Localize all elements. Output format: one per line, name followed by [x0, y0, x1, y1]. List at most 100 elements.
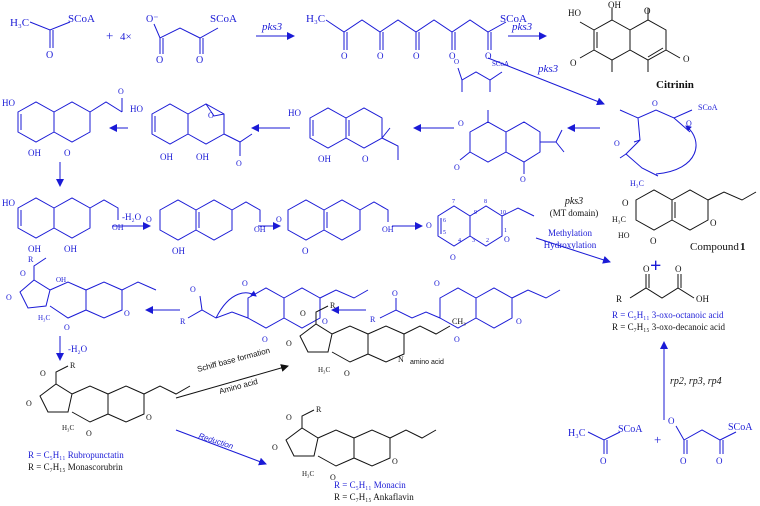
epoxide-intermediate: HO OH OH O O — [130, 103, 253, 168]
red-pigment-structure: O R O H₃C O N amino acid CH₃ — [286, 301, 466, 378]
svg-text:HO: HO — [288, 108, 301, 118]
svg-text:OH: OH — [196, 152, 209, 162]
schiff-base-label: Schiff base formation — [196, 346, 271, 374]
svg-text:SCoA: SCoA — [728, 422, 753, 433]
extra-malonyl-structure: O SCoA — [454, 58, 509, 92]
svg-text:O: O — [236, 159, 242, 168]
svg-text:O: O — [622, 198, 629, 208]
svg-text:O: O — [118, 87, 124, 96]
svg-text:O: O — [302, 246, 309, 256]
monascorubrin-label: R = C₇H₁₅ Monascorubrin — [28, 462, 123, 472]
svg-text:O: O — [64, 323, 70, 332]
svg-text:O: O — [20, 269, 26, 278]
svg-text:R: R — [616, 294, 622, 304]
svg-text:O: O — [392, 457, 398, 466]
octanoic-acid-label: R = C₅H₁₁ 3-oxo-octanoic acid — [612, 310, 724, 320]
svg-text:O: O — [668, 416, 675, 426]
svg-text:OH: OH — [64, 244, 77, 254]
svg-text:R: R — [370, 315, 376, 324]
svg-text:SCoA: SCoA — [492, 60, 509, 68]
svg-text:OH: OH — [56, 276, 66, 284]
rp-genes-label: rp2, rp3, rp4 — [670, 376, 722, 387]
svg-text:O: O — [6, 293, 12, 302]
pks3-label-2: pks3 — [511, 21, 533, 33]
svg-text:O: O — [450, 253, 456, 262]
pyranoquinone-enol-2: O O OH — [276, 199, 394, 256]
svg-text:O: O — [322, 317, 328, 326]
svg-text:O: O — [146, 413, 152, 422]
svg-text:O: O — [392, 289, 398, 298]
svg-text:O: O — [686, 119, 692, 128]
pks3-label-1: pks3 — [261, 21, 283, 33]
svg-text:O: O — [208, 111, 214, 120]
svg-text:O: O — [272, 443, 278, 452]
four-times-label: 4× — [120, 31, 132, 43]
svg-text:R: R — [330, 301, 336, 310]
svg-text:O: O — [458, 119, 464, 128]
acetyl-o-label: O — [46, 50, 53, 61]
svg-text:OH: OH — [28, 148, 41, 158]
arrow-to-red-pigment — [175, 364, 289, 399]
svg-text:O: O — [196, 55, 203, 66]
svg-text:HO: HO — [2, 198, 15, 208]
rubropunctatin-structure: O R O H₃C O O — [26, 361, 191, 438]
acetyl-scoa-label: SCoA — [68, 13, 95, 25]
svg-text:7: 7 — [452, 199, 455, 205]
malonyl-coa-structure: O⁻ O O SCoA — [146, 13, 237, 66]
svg-text:O: O — [644, 6, 651, 16]
plus-sign-2: + — [654, 432, 661, 447]
svg-text:O: O — [710, 218, 717, 228]
mt-domain-label: (MT domain) — [550, 208, 599, 218]
svg-text:O: O — [454, 58, 459, 66]
cyclization-intermediate: O O O SCoA H₃C — [614, 99, 718, 188]
svg-text:O: O — [516, 317, 522, 326]
svg-text:O: O — [614, 139, 620, 148]
dehydration-label-1: -H₂O — [122, 212, 142, 222]
svg-text:OH: OH — [318, 154, 331, 164]
numbered-azaphilone: O O O 7 8 9 10 6 5 4 3 2 1 — [426, 199, 535, 262]
lactone-hydroxy-intermediate: R O O OH H₃C O O — [6, 255, 157, 332]
dehydration-label-2: -H₂O — [68, 344, 88, 354]
ankaflavin-label: R = C₇H₁₅ Ankaflavin — [334, 492, 414, 502]
svg-text:O: O — [190, 285, 196, 294]
svg-text:SCoA: SCoA — [698, 103, 718, 112]
svg-text:O: O — [570, 58, 577, 68]
svg-text:H₃C: H₃C — [302, 470, 314, 478]
svg-text:5: 5 — [443, 230, 446, 236]
citrinin-label: Citrinin — [656, 79, 694, 91]
arrow-to-compound1 — [535, 237, 611, 264]
svg-text:O: O — [286, 339, 292, 348]
svg-text:O: O — [643, 264, 650, 274]
decanoic-acid-label: R = C₇H₁₅ 3-oxo-decanoic acid — [612, 322, 725, 332]
acetyl-coa-structure: H₃C O SCoA — [10, 13, 95, 61]
svg-text:O: O — [504, 235, 510, 244]
monacin-label: R = C₅H₁₁ Monacin — [334, 480, 406, 490]
svg-text:N: N — [398, 355, 404, 364]
svg-text:O: O — [377, 51, 384, 61]
svg-text:O: O — [330, 473, 336, 482]
svg-text:O: O — [652, 99, 658, 108]
svg-text:O: O — [413, 51, 420, 61]
svg-text:HO: HO — [130, 104, 143, 114]
svg-text:O: O — [434, 279, 440, 288]
svg-text:O: O — [675, 264, 682, 274]
linear-polyketide-structure: H₃C O O O O O SCoA — [306, 13, 527, 61]
compound-1-number: 1 — [740, 241, 746, 253]
svg-text:O: O — [286, 413, 292, 422]
methylation-label: Methylation — [548, 228, 592, 238]
svg-text:OH: OH — [608, 0, 621, 10]
pyranoquinone-enol-1: O OH OH — [146, 199, 266, 256]
svg-text:O: O — [344, 369, 350, 378]
oxo-acid-structure: R O O OH — [616, 264, 709, 304]
svg-text:O: O — [156, 55, 163, 66]
svg-text:3: 3 — [472, 238, 475, 244]
bottom-acetyl-coa: H₃C O SCoA — [568, 424, 643, 466]
svg-text:8: 8 — [484, 199, 487, 205]
svg-text:OH: OH — [172, 246, 185, 256]
svg-text:O: O — [449, 51, 456, 61]
svg-text:4: 4 — [458, 238, 461, 244]
svg-text:O: O — [600, 456, 607, 466]
svg-text:O: O — [341, 51, 348, 61]
svg-text:O: O — [26, 399, 32, 408]
big-plus-sign: + — [650, 255, 661, 277]
